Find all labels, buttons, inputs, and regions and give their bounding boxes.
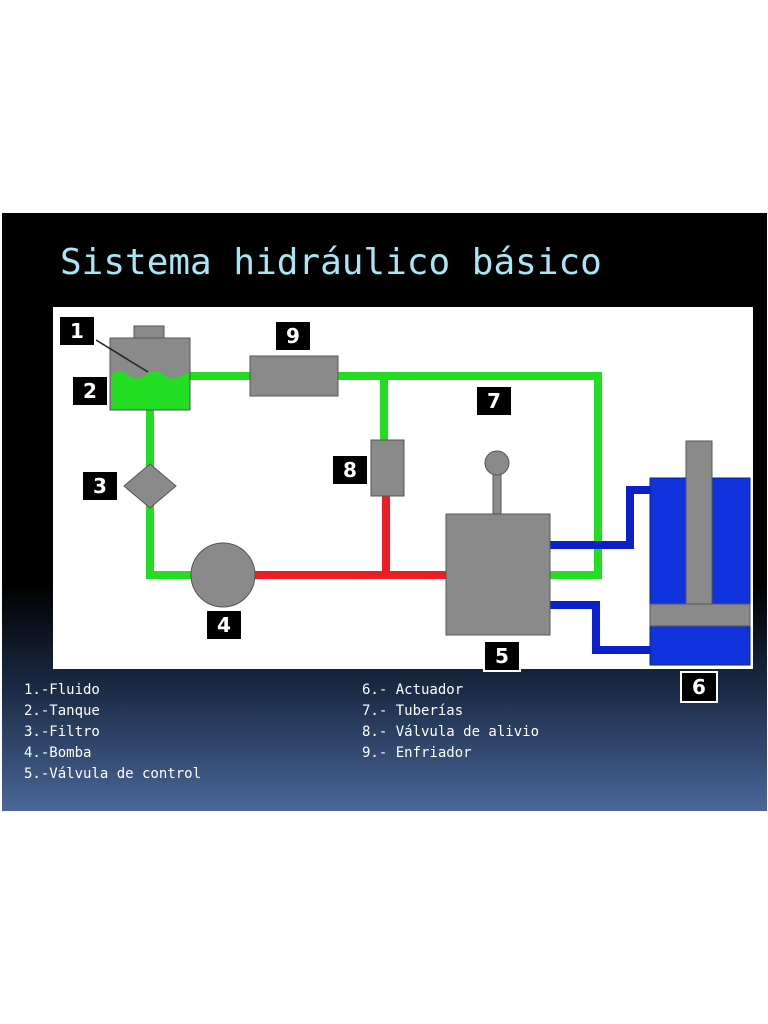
tank-fluid <box>111 371 189 409</box>
badge-control-valve: 5 <box>483 640 521 672</box>
valve-lever-knob <box>484 450 510 476</box>
legend-right-column: 6.- Actuador 7.- Tuberías 8.- Válvula de… <box>362 680 539 764</box>
fluid-pointer <box>95 339 149 373</box>
badge-pipes: 7 <box>475 385 513 417</box>
badge-tank-cap: 1 <box>58 315 96 347</box>
legend-item: 8.- Válvula de alivio <box>362 724 540 740</box>
badge-tank: 2 <box>71 375 109 407</box>
legend-item: 3.-Filtro <box>24 724 100 740</box>
filter <box>123 463 177 509</box>
control-valve <box>445 450 551 636</box>
actuator-piston <box>649 603 751 627</box>
badge-pipes-text: 7 <box>487 389 501 413</box>
actuator-lines <box>548 486 652 654</box>
badge-tank-cap-text: 1 <box>70 319 84 343</box>
relief-valve <box>370 439 405 497</box>
legend-item: 1.-Fluido <box>24 682 100 698</box>
legend-item: 6.- Actuador <box>362 682 464 698</box>
tank <box>95 325 191 411</box>
legend-item: 2.-Tanque <box>24 703 100 719</box>
legend-item: 7.- Tuberías <box>362 703 464 719</box>
return-lines <box>146 372 602 579</box>
badge-cooler-text: 9 <box>286 324 300 348</box>
actuator-rod <box>685 440 713 607</box>
legend-item: 9.- Enfriador <box>362 745 472 761</box>
badge-pump: 4 <box>205 609 243 641</box>
badge-filter-text: 3 <box>93 474 107 498</box>
badge-actuator-text: 6 <box>692 675 706 699</box>
pressure-lines <box>255 496 448 579</box>
badge-control-valve-text: 5 <box>495 644 509 668</box>
pipe-valve-to-actuator-top <box>548 486 652 549</box>
badge-relief-valve-text: 8 <box>343 458 357 482</box>
badge-cooler: 9 <box>274 320 312 352</box>
legend-left-column: 1.-Fluido 2.-Tanque 3.-Filtro 4.-Bomba 5… <box>24 680 201 785</box>
actuator <box>649 440 751 666</box>
badge-relief-valve: 8 <box>331 454 369 486</box>
pump <box>190 542 256 608</box>
slide-title: Sistema hidráulico básico <box>60 242 602 283</box>
legend-item: 4.-Bomba <box>24 745 92 761</box>
cooler <box>249 355 339 397</box>
pipe-valve-to-actuator-bottom <box>548 601 652 654</box>
legend-item: 5.-Válvula de control <box>24 766 202 782</box>
valve-body <box>445 513 551 636</box>
badge-filter: 3 <box>81 470 119 502</box>
badge-actuator: 6 <box>680 671 718 703</box>
pipe-cooler-to-right <box>334 372 602 579</box>
badge-pump-text: 4 <box>217 613 231 637</box>
badge-tank-text: 2 <box>83 379 97 403</box>
pipe-filter-to-pump <box>146 504 196 579</box>
tank-cap <box>133 325 165 339</box>
